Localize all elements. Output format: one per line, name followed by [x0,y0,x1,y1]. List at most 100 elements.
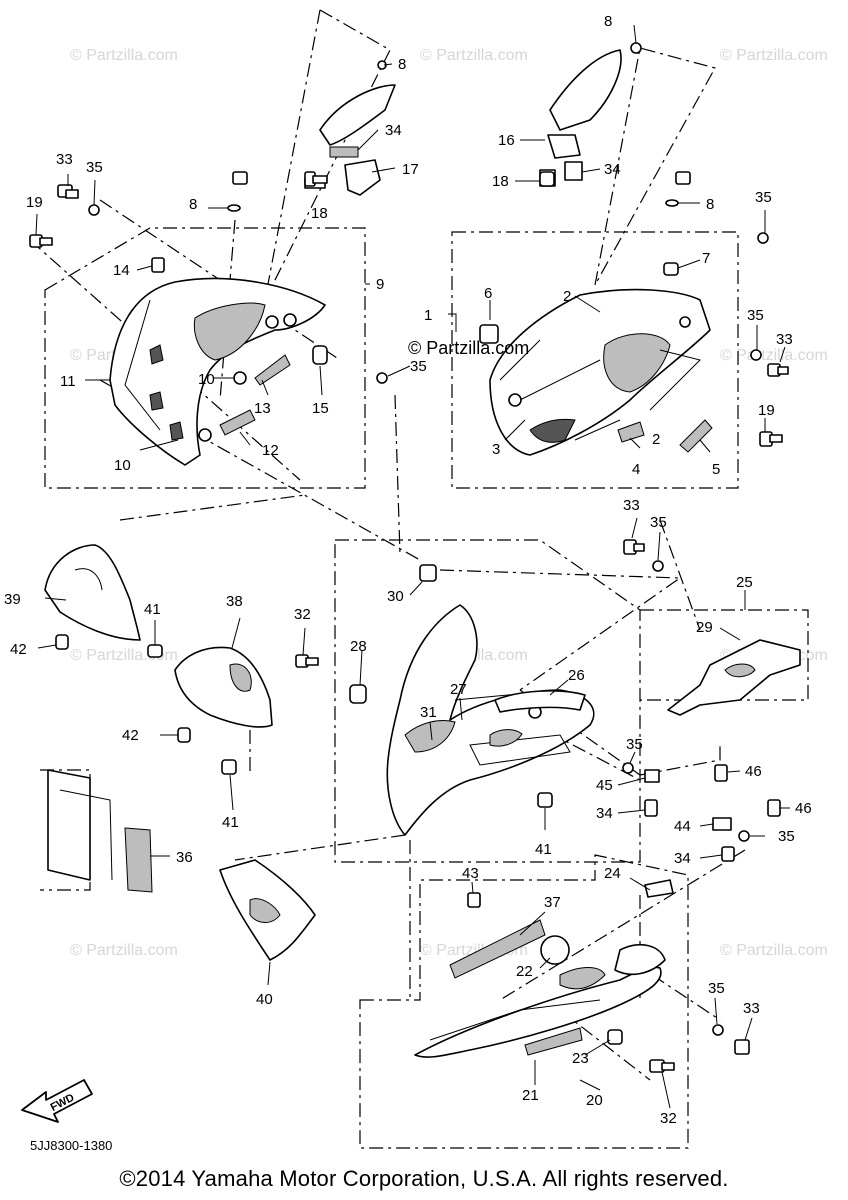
cross-line [29,239,301,481]
callout-30: 30 [387,588,404,605]
callout-46: 46 [745,763,762,780]
callout-8: 8 [604,13,612,30]
callout-3: 3 [492,441,500,458]
cross-line [264,9,391,301]
group-box-20 [359,854,689,1149]
watermark: © Partzilla.com [720,347,828,364]
part-40-panel [219,859,316,961]
callout-9: 9 [376,276,384,293]
side-cowling [349,564,595,836]
washer-8 [227,204,241,212]
callout-35: 35 [747,307,764,324]
callout-19: 19 [26,194,43,211]
bracket-45 [644,769,660,783]
washer-35 [738,830,750,842]
part-39-panel [44,544,141,641]
callout-35: 35 [410,358,427,375]
part-26 [494,690,586,713]
callout-31: 31 [420,704,437,721]
callout-25: 25 [736,574,753,591]
washer-35 [750,349,762,361]
callout-15: 15 [312,400,329,417]
callout-13: 13 [254,400,271,417]
clip-14 [151,257,165,273]
callout-35: 35 [755,189,772,206]
cross-line [439,569,682,691]
callout-43: 43 [462,865,479,882]
callout-34: 34 [674,850,691,867]
callout-21: 21 [522,1087,539,1104]
bolt-18 [304,171,328,187]
fwd-label: FWD [49,1092,77,1114]
group-outlines [29,9,809,1149]
washer-35 [88,204,100,216]
nut-34 [721,846,735,862]
cross-line [394,394,401,556]
callout-33: 33 [743,1000,760,1017]
bolt-43 [467,892,481,908]
part-5-seal [679,419,713,453]
callout-33: 33 [776,331,793,348]
callout-10: 10 [198,371,215,388]
callout-35: 35 [86,159,103,176]
callout-32: 32 [660,1110,677,1127]
rivet-42 [55,634,69,650]
washer-35 [376,372,388,384]
callout-37: 37 [544,894,561,911]
callout-35: 35 [708,980,725,997]
callout-35: 35 [650,514,667,531]
cross-line [594,47,716,286]
callout-14: 14 [113,262,130,279]
callout-38: 38 [226,593,243,610]
nut-34 [644,799,658,817]
bolt-46 [767,799,781,817]
callout-labels: 8 34 17 18 8 16 34 18 8 8 33 35 19 14 9 … [4,13,812,1127]
callout-8: 8 [706,196,714,213]
group-box-9 [44,227,366,489]
callout-12: 12 [262,442,279,459]
callout-41: 41 [144,601,161,618]
callout-7: 7 [702,250,710,267]
group-box-1 [451,231,739,489]
bolt-18 [539,171,555,187]
callout-44: 44 [674,818,691,835]
callout-28: 28 [350,638,367,655]
callout-26: 26 [568,667,585,684]
cross-line [264,9,321,301]
callout-45: 45 [596,777,613,794]
callout-1: 1 [424,307,432,324]
group-box-25 [640,609,809,701]
parts-layer [44,49,801,1058]
callout-17: 17 [402,161,419,178]
screw-41 [537,792,553,808]
rivet-42 [177,727,191,743]
part-code: 5JJ8300-1380 [30,1138,113,1153]
callout-42: 42 [122,727,139,744]
watermark: © Partzilla.com [70,47,178,64]
cross-line [659,519,701,631]
part-12-seal [219,409,256,436]
callout-22: 22 [516,963,533,980]
callout-18: 18 [492,173,509,190]
callout-39: 39 [4,591,21,608]
callout-33: 33 [623,497,640,514]
watermark: © Partzilla.com [70,942,178,959]
cross-line [639,745,721,776]
part-4-seal [617,421,645,443]
washer-35 [622,762,634,774]
cross-line [629,959,721,1021]
screw-41 [147,644,163,658]
bolt-33 [734,1039,750,1055]
bolt-19 [759,431,783,447]
washer-8 [630,42,642,54]
screw-41 [221,759,237,775]
bolt-46 [714,764,728,782]
callout-27: 27 [450,681,467,698]
part-13-seal [254,354,291,386]
washer-8 [665,199,679,207]
callout-32: 32 [294,606,311,623]
callout-41: 41 [535,841,552,858]
bolt-33 [57,184,79,199]
bolt-32 [649,1059,675,1073]
callout-35: 35 [626,736,643,753]
